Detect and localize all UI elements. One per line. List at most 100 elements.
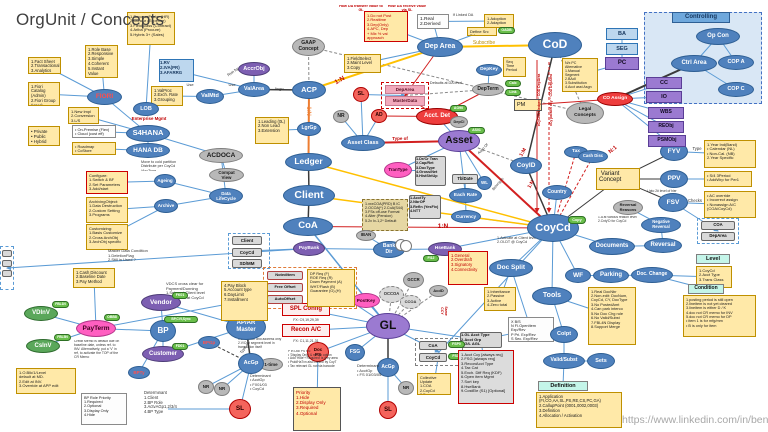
edge [438, 41, 556, 52]
edge [176, 70, 255, 91]
edge [145, 27, 154, 110]
edge [160, 302, 247, 329]
edge [611, 243, 664, 249]
edge [627, 207, 662, 226]
edge [672, 202, 719, 232]
edge [253, 86, 311, 94]
edge [378, 113, 438, 119]
edge [387, 367, 407, 389]
edge [304, 195, 312, 228]
edge [552, 156, 594, 229]
edge [651, 274, 707, 291]
edge [614, 98, 667, 115]
edge [106, 179, 166, 185]
edge [43, 65, 105, 98]
edge [462, 178, 468, 196]
edge [358, 93, 364, 144]
edge [314, 351, 320, 410]
edge [560, 360, 566, 387]
edge [693, 35, 719, 64]
edge [93, 277, 99, 330]
edge [404, 87, 489, 96]
edge [436, 89, 489, 117]
edge [510, 227, 554, 269]
edge [307, 192, 554, 229]
edge [317, 325, 389, 353]
edge [444, 248, 469, 269]
edge [552, 178, 619, 229]
edge [99, 60, 105, 98]
page-title: OrgUnit / Concepts [16, 10, 165, 29]
edge [6, 248, 310, 271]
edge [106, 205, 167, 238]
edge [365, 234, 390, 250]
edge [397, 140, 460, 171]
edge [579, 63, 623, 77]
edge [404, 46, 441, 97]
edge [362, 115, 380, 144]
edge [95, 300, 245, 331]
edge [431, 20, 441, 48]
edge [308, 246, 390, 252]
edge [209, 87, 255, 97]
edge [306, 45, 312, 91]
edge [387, 301, 412, 327]
watermark-url: https://www.linkedin.com/in/benytx/ [622, 414, 768, 426]
edge [307, 225, 554, 231]
edge [220, 155, 228, 197]
edge [485, 69, 491, 91]
edge [614, 96, 665, 102]
edge [340, 115, 364, 144]
edge [551, 295, 566, 336]
edge [43, 91, 105, 98]
edge [552, 227, 613, 248]
edge [305, 323, 389, 331]
edge [404, 95, 438, 118]
edge [651, 274, 715, 280]
edge [458, 140, 527, 167]
edge [610, 272, 653, 278]
edge [617, 151, 675, 180]
edge [549, 227, 555, 297]
edge [238, 363, 252, 410]
edge [93, 129, 149, 135]
edge [138, 330, 164, 373]
edge [387, 290, 440, 327]
edge [93, 146, 149, 152]
edge [672, 201, 731, 207]
edge [717, 35, 737, 63]
edge [617, 178, 674, 204]
edge [165, 195, 227, 208]
edge [397, 168, 432, 174]
edge [166, 93, 211, 99]
edge [551, 151, 577, 229]
edge [457, 139, 554, 229]
edge [480, 327, 532, 341]
edge [673, 151, 731, 157]
edge [614, 98, 668, 142]
edge [147, 132, 222, 156]
pinkcont [381, 82, 429, 109]
edge [388, 246, 446, 252]
edge [551, 295, 613, 318]
edge [82, 114, 149, 134]
edge [42, 328, 97, 348]
edge [463, 194, 469, 217]
edge [40, 312, 97, 329]
edge [360, 92, 406, 98]
edge [103, 96, 149, 134]
edge [245, 326, 254, 365]
edge [385, 25, 441, 48]
edge [658, 224, 664, 246]
coadep [697, 218, 739, 244]
edge [432, 351, 440, 385]
edge [361, 137, 460, 148]
edge [208, 342, 252, 364]
edge [693, 62, 737, 90]
edge [305, 161, 313, 197]
edge [307, 46, 441, 93]
edge [614, 62, 696, 100]
edge [480, 339, 488, 378]
